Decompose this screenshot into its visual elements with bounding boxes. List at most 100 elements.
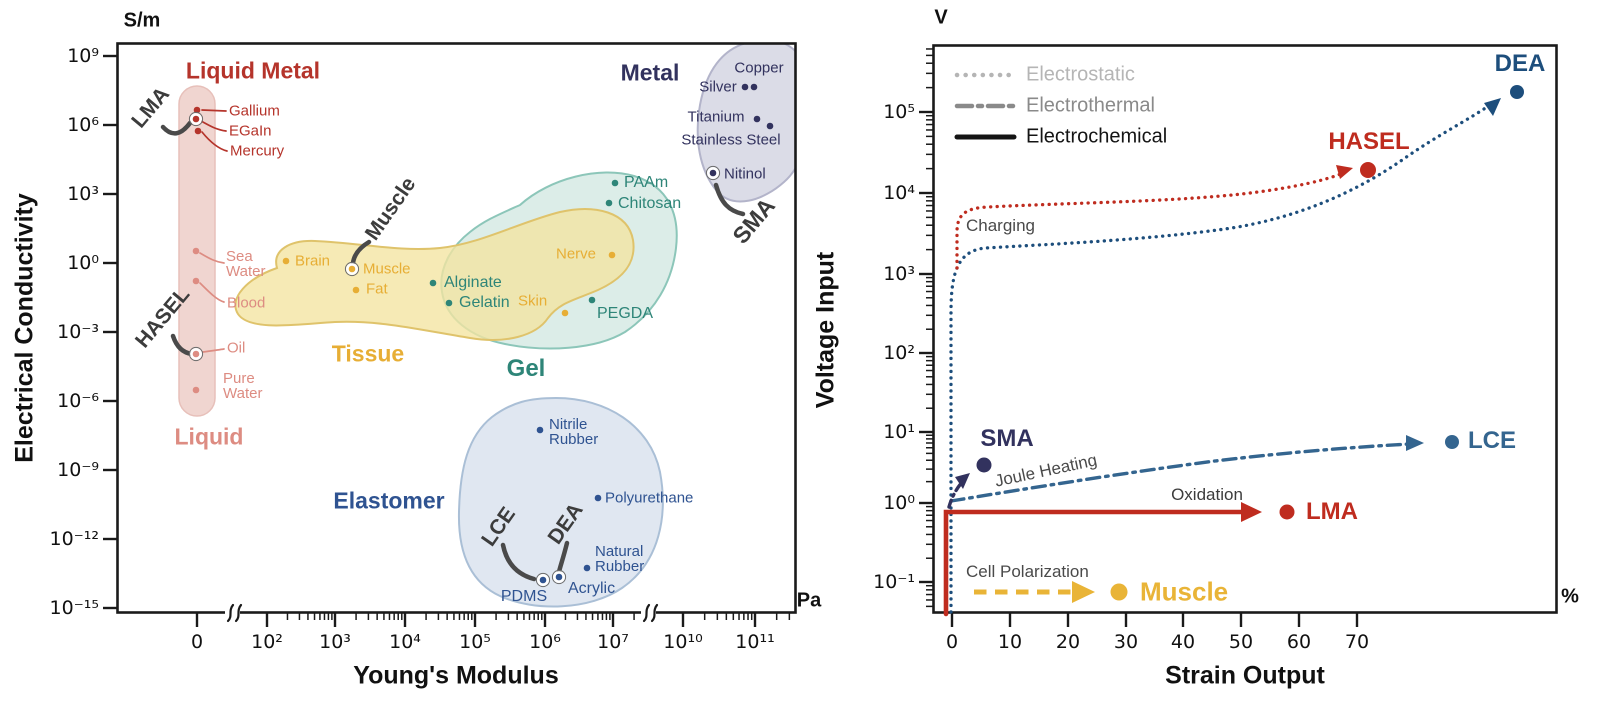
tick-label: 10³ [883, 263, 915, 285]
series-label-dea: DEA [1494, 50, 1546, 77]
tick-label: 0 [945, 631, 959, 653]
tick-label: 10⁷ [597, 631, 629, 653]
point-skin [561, 309, 569, 317]
sma-endpoint [976, 457, 992, 473]
muscle-callout-curve [350, 239, 372, 266]
lce-electrothermal-curve [949, 442, 1412, 503]
legend-item-electrothermal: Electrothermal [1026, 94, 1155, 117]
region-label-elastomer: Elastomer [333, 487, 445, 514]
point-muscle [346, 263, 358, 275]
material-label-muscle: Muscle [363, 260, 411, 278]
tick-label: 10¹¹ [735, 631, 775, 653]
right-x-unit: % [1561, 585, 1579, 608]
lce-callout-curve [500, 542, 537, 582]
annotation-cell-polarization: Cell Polarization [966, 562, 1089, 581]
point-egain [190, 113, 202, 125]
material-label-gallium: Gallium [229, 102, 280, 120]
tissue-region-blob [234, 208, 635, 341]
ring-egain [188, 111, 204, 127]
tick-label: 10³ [67, 183, 99, 205]
tick-label: 10⁹ [67, 45, 99, 67]
oil-connector [202, 348, 225, 353]
tick-label: 60 [1286, 631, 1312, 653]
point-pure-water [192, 386, 200, 394]
mercury-connector [201, 131, 228, 152]
material-label-brain: Brain [295, 252, 331, 270]
right-curves [943, 103, 1492, 617]
material-label-skin: Skin [518, 292, 548, 310]
tick-label: 10⁻⁶ [57, 390, 99, 412]
tick-label: 10² [251, 631, 283, 653]
point-gallium [193, 106, 201, 114]
axis-break-icon-2 [642, 603, 659, 623]
point-mercury [194, 127, 202, 135]
point-nitinol [707, 167, 719, 179]
annotation-oxidation: Oxidation [1171, 485, 1243, 504]
legend-item-electrostatic: Electrostatic [1026, 63, 1135, 86]
material-label-sea-water: Sea Water [226, 248, 266, 280]
point-titanium [753, 115, 761, 123]
point-acrylic [553, 571, 565, 583]
ring-pdms [535, 572, 551, 588]
material-label-natural-rubber: Natural Rubber [595, 543, 645, 575]
series-label-lce: LCE [1468, 427, 1516, 454]
hasel-arrowhead [1336, 165, 1353, 179]
point-nitrile-rubber [536, 426, 544, 434]
material-label-polyurethane: Polyurethane [605, 489, 694, 507]
point-gelatin [445, 299, 453, 307]
point-natural-rubber [583, 564, 591, 572]
tick-label: 10⁵ [459, 631, 491, 653]
tick-label: 10¹ [883, 421, 915, 443]
hasel-electrostatic-curve [955, 171, 1345, 270]
tick-label: 10⁰ [883, 492, 915, 514]
ring-nitinol [705, 165, 721, 181]
sma-arrowhead [955, 473, 970, 489]
axis-break-gap-2 [641, 606, 656, 620]
point-silver [741, 83, 749, 91]
material-label-stainless-steel: Stainless Steel [681, 131, 781, 149]
point-brain [282, 257, 290, 265]
lma-endpoint [1279, 504, 1295, 520]
tick-label: 70 [1344, 631, 1370, 653]
material-label-nerve: Nerve [556, 245, 597, 263]
right-y-axis-title: Voltage Input [811, 251, 840, 409]
axis-ticks [103, 48, 1359, 627]
left-plot-border [116, 42, 797, 614]
legend-item-electrochemical: Electrochemical [1026, 125, 1168, 148]
muscle-arrowhead [1072, 581, 1095, 603]
point-polyurethane [594, 494, 602, 502]
hasel-endpoint [1360, 162, 1376, 178]
material-label-acrylic: Acrylic [568, 580, 616, 597]
material-label-oil: Oil [227, 339, 246, 357]
series-label-sma: SMA [980, 425, 1034, 452]
tick-label: 10 [997, 631, 1023, 653]
blood-connector [199, 282, 225, 303]
region-label-liquid-metal: Liquid Metal [185, 57, 321, 84]
point-pdms [537, 574, 549, 586]
left-y-unit: S/m [123, 9, 161, 32]
material-label-pdms: PDMS [500, 588, 548, 605]
right-y-unit: V [934, 6, 948, 29]
ring-oil [188, 346, 204, 362]
material-label-titanium: Titanium [687, 108, 745, 126]
region-label-liquid: Liquid [174, 423, 244, 450]
sea-water-connector [199, 252, 225, 264]
material-label-nitrile-rubber: Nitrile Rubber [549, 416, 599, 448]
region-label-tissue: Tissue [331, 340, 405, 367]
hasel-callout-curve [170, 333, 195, 357]
ring-acrylic [551, 569, 567, 585]
axis-breaks [225, 603, 659, 623]
legend-samples [954, 72, 1017, 140]
tick-label: 10⁶ [67, 114, 99, 136]
metal-region-blob [696, 44, 795, 203]
material-label-pegda: PEGDA [597, 305, 654, 322]
tick-label: 10⁴ [883, 182, 915, 204]
point-blood [192, 277, 200, 285]
left-x-axis-title: Young's Modulus [353, 661, 559, 690]
tick-label: 10⁴ [389, 631, 421, 653]
right-arrowheads [955, 98, 1501, 603]
point-stainless-steel [766, 122, 774, 130]
left-y-axis-title: Electrical Conductivity [10, 193, 39, 463]
material-label-alginate: Alginate [444, 274, 502, 291]
